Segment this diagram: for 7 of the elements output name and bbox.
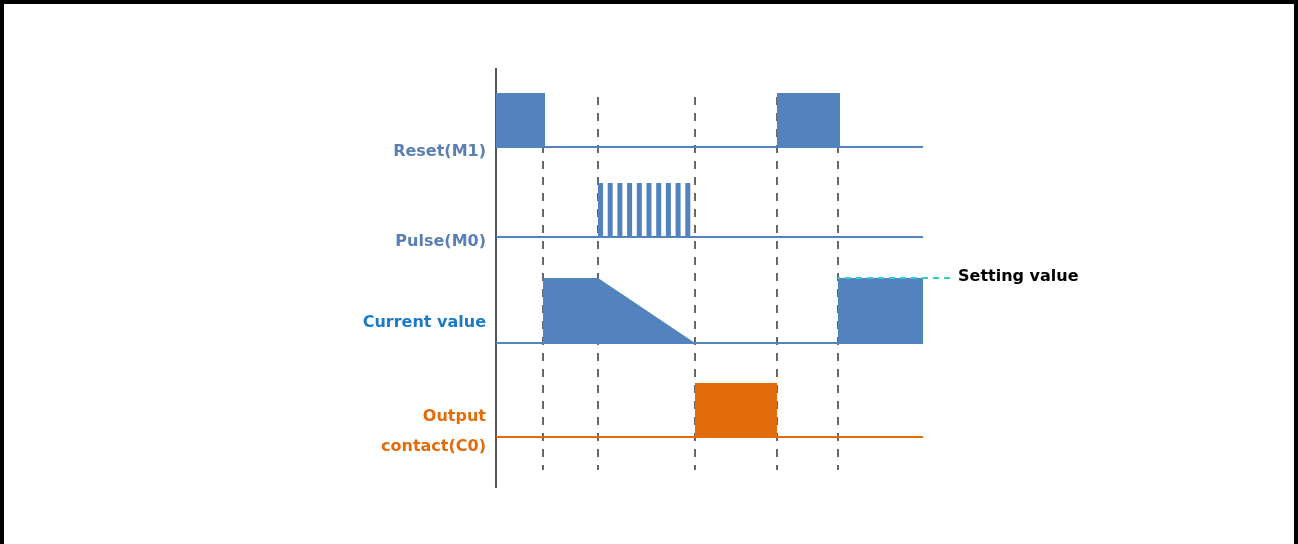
signal-label: Output contact(C0) [380, 405, 486, 457]
leader-line [837, 277, 951, 279]
callout-text: Setting value [958, 263, 1079, 289]
signal-label: Reset(M1) [392, 140, 486, 162]
current-value-waveform [495, 278, 924, 344]
signal-label: Pulse(M0) [394, 230, 486, 252]
signal-label: Current value [361, 311, 486, 333]
